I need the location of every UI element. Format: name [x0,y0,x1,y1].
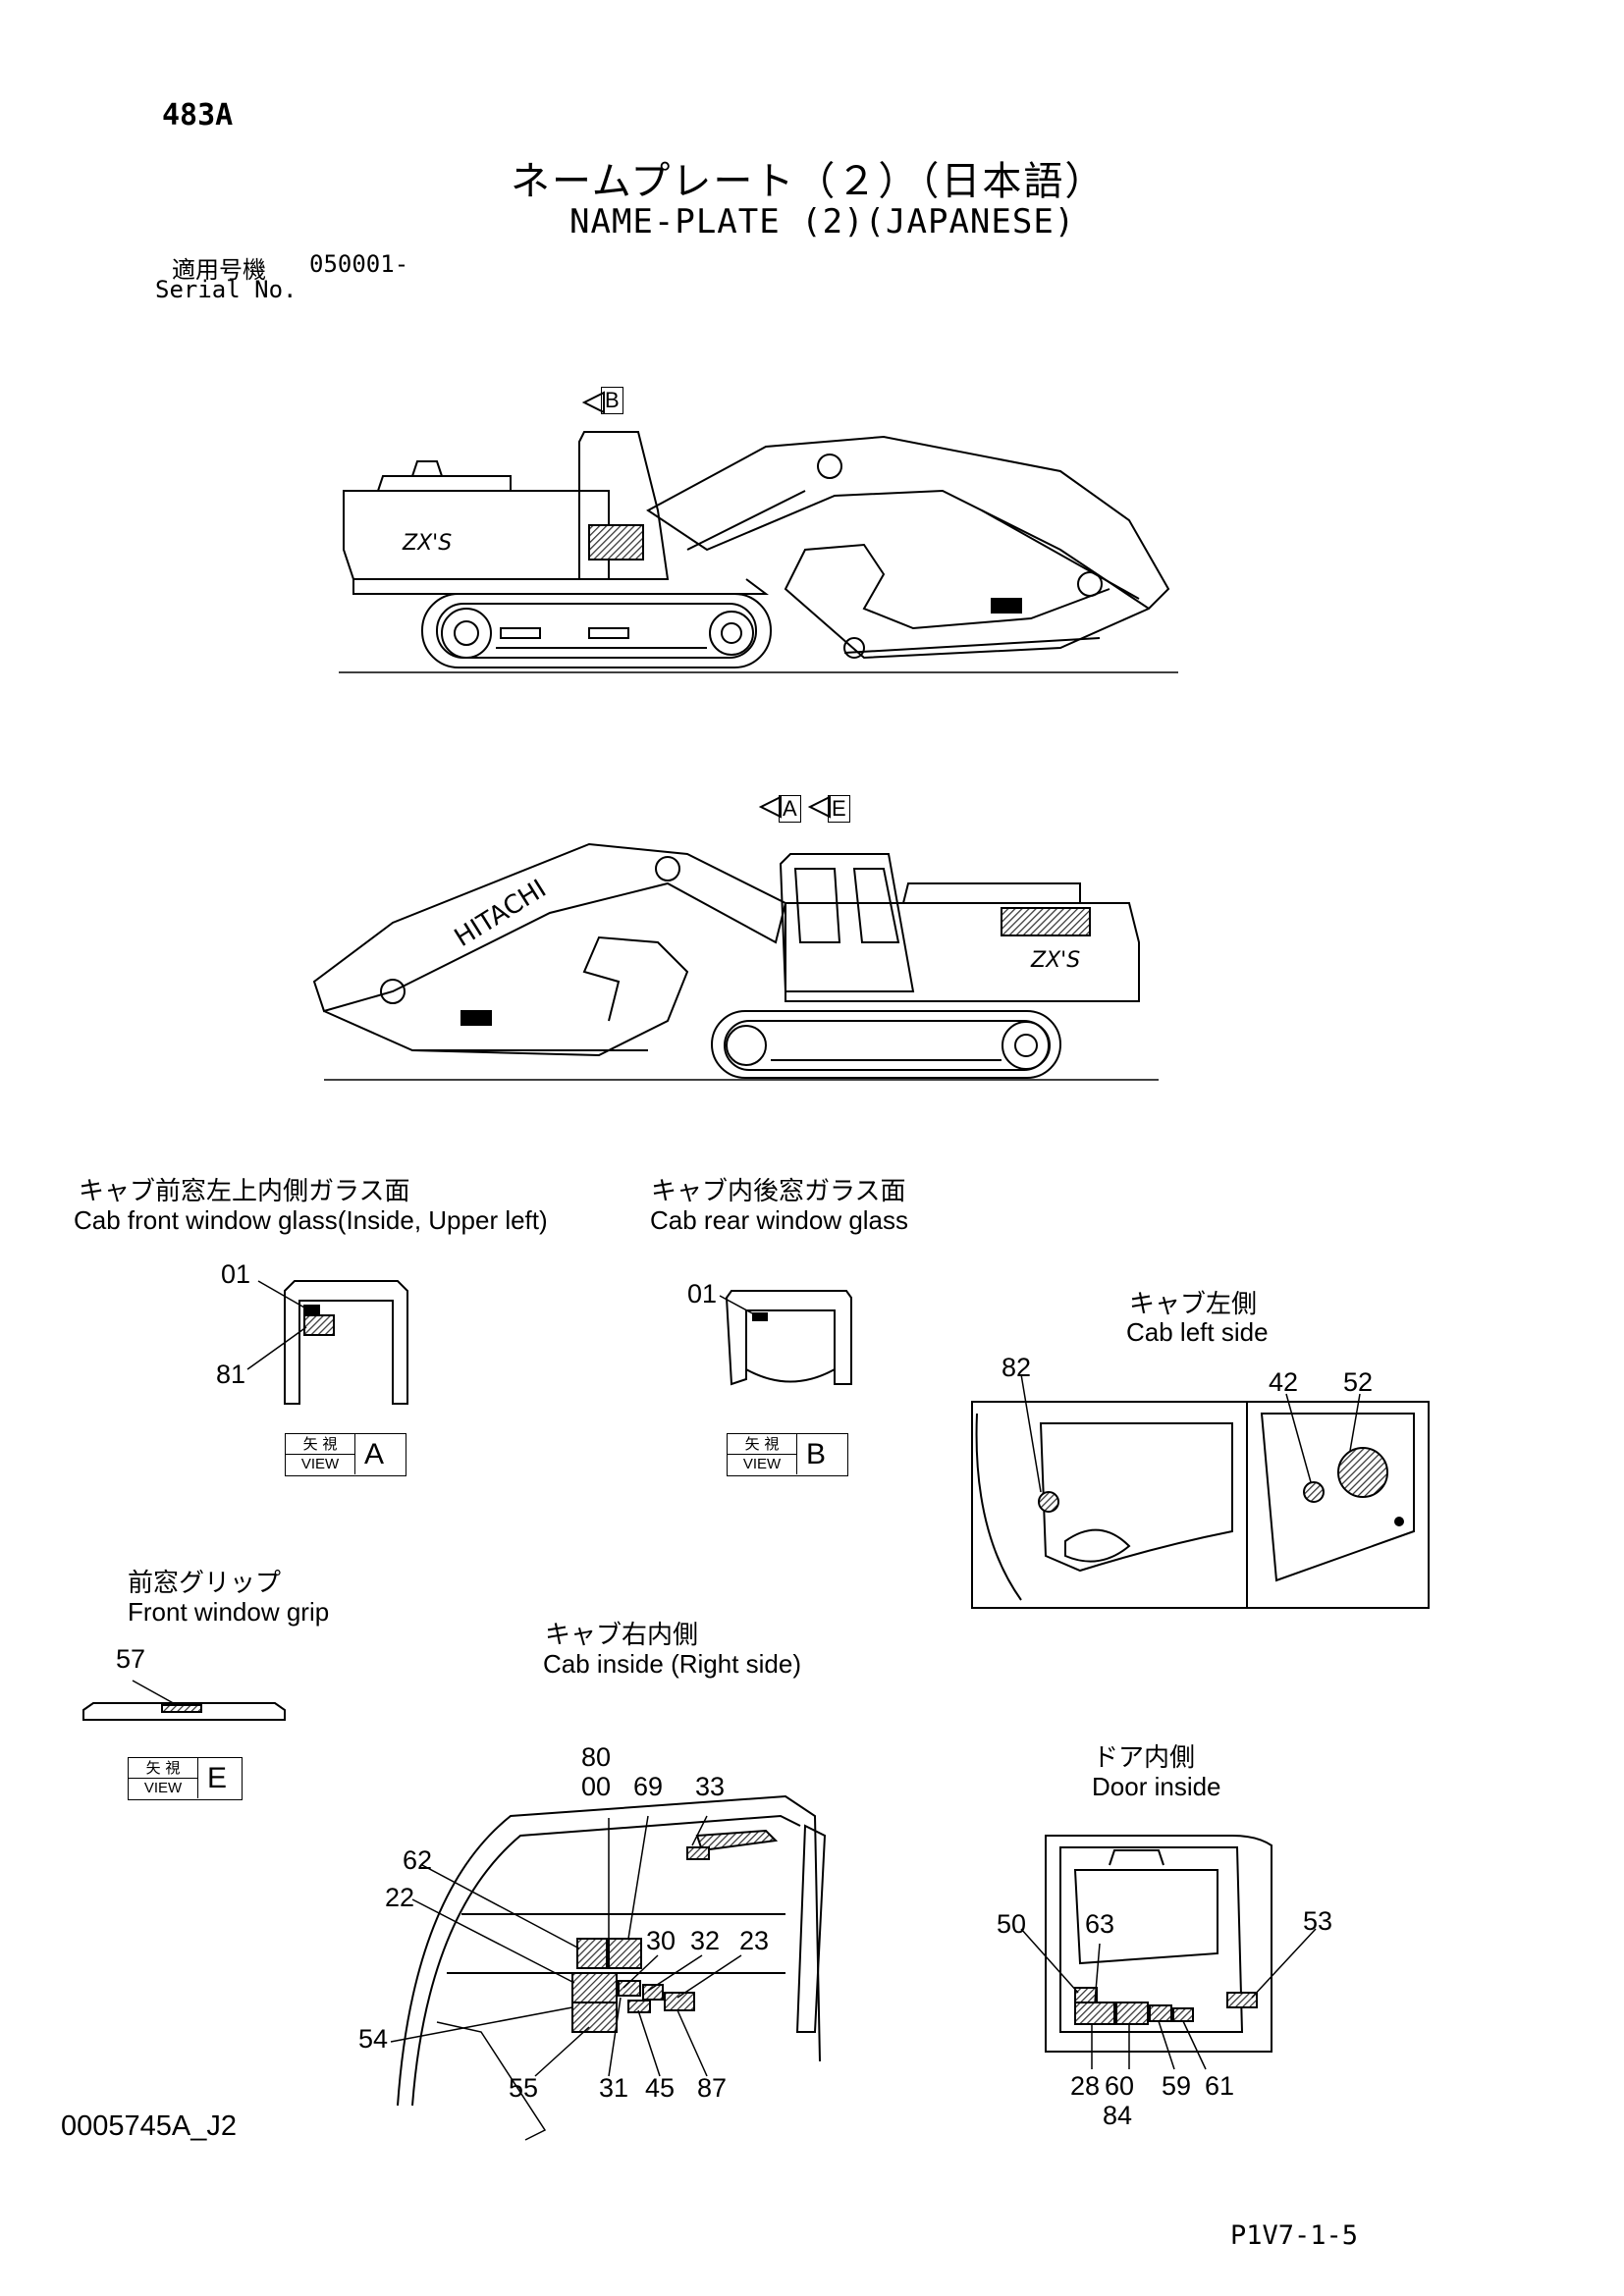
section-cab-inside-title-jp: キャブ右内側 [545,1621,699,1650]
section-door-inside-title-jp: ドア内側 [1093,1743,1196,1773]
callout-33: 33 [695,1772,726,1801]
excavator-left-view: ZX'S [339,391,1178,673]
svg-text:HITACHI: HITACHI [450,874,552,952]
callout-52: 52 [1343,1367,1374,1397]
view-e-en: VIEW [129,1779,198,1798]
view-b-letter: B [806,1438,827,1470]
callout-54: 54 [358,2024,389,2054]
callout-53: 53 [1303,1906,1333,1936]
excavator-right-view: ZX'S HITACHI [312,795,1159,1081]
callout-32: 32 [690,1926,721,1955]
callout-01-front: 01 [221,1259,251,1289]
section-cab-rear-title-en: Cab rear window glass [650,1205,909,1235]
view-a-en: VIEW [286,1455,355,1474]
section-cab-rear-title-jp: キャブ内後窓ガラス面 [651,1177,906,1206]
callout-84: 84 [1103,2101,1133,2130]
front-window-grip-drawing [82,1680,286,1721]
cab-inside-right-drawing [390,1794,827,2141]
page-code: 483A [162,98,234,133]
callout-22: 22 [385,1883,415,1912]
callout-55: 55 [509,2073,539,2103]
view-a-box: 矢 視 VIEW A [285,1433,406,1476]
callout-50: 50 [997,1909,1027,1939]
section-cab-left-title-en: Cab left side [1126,1317,1269,1347]
cab-rear-window-drawing [719,1290,852,1386]
svg-text:ZX'S: ZX'S [402,531,452,556]
callout-82: 82 [1001,1353,1032,1382]
serial-label-en: Serial No. [155,276,298,303]
svg-text:ZX'S: ZX'S [1030,948,1080,973]
cab-front-window-drawing [246,1280,408,1405]
callout-80: 80 [581,1742,612,1772]
callout-57: 57 [116,1644,146,1674]
callout-01-rear: 01 [687,1279,718,1308]
callout-87: 87 [697,2073,728,2103]
view-b-jp: 矢 視 [728,1434,797,1455]
cab-left-side-drawing [971,1373,1430,1609]
callout-00: 00 [581,1772,612,1801]
view-e-jp: 矢 視 [129,1758,198,1779]
view-a-letter: A [364,1438,385,1470]
page-reference: P1V7-1-5 [1230,2220,1359,2251]
callout-23: 23 [739,1926,770,1955]
callout-30: 30 [646,1926,677,1955]
view-marker-e: E [828,795,850,823]
callout-69: 69 [633,1772,664,1801]
section-cab-inside-title-en: Cab inside (Right side) [543,1649,802,1679]
callout-59: 59 [1162,2071,1192,2101]
section-door-inside-title-en: Door inside [1092,1772,1221,1801]
callout-63: 63 [1085,1909,1115,1939]
section-cab-front-title-en: Cab front window glass(Inside, Upper lef… [74,1205,548,1235]
callout-45: 45 [645,2073,676,2103]
callout-81: 81 [216,1360,246,1389]
document-id: 0005745A_J2 [61,2110,237,2142]
serial-value: 050001- [309,250,409,278]
callout-31: 31 [599,2073,629,2103]
section-front-grip-title-en: Front window grip [128,1597,330,1627]
view-e-box: 矢 視 VIEW E [128,1757,243,1800]
page-title-en: NAME-PLATE (2)(JAPANESE) [569,202,1076,241]
section-cab-left-title-jp: キャブ左側 [1129,1290,1258,1319]
callout-62: 62 [403,1845,433,1875]
serial-label-jp: 適用号機 [172,256,266,284]
section-cab-front-title-jp: キャブ前窓左上内側ガラス面 [79,1177,410,1206]
door-inside-drawing [1020,1835,1317,2070]
section-front-grip-title-jp: 前窓グリップ [128,1569,282,1598]
view-e-letter: E [207,1762,228,1794]
page-title-jp: ネームプレート（２）（日本語） [511,159,1107,204]
callout-61: 61 [1205,2071,1235,2101]
callout-42: 42 [1269,1367,1299,1397]
callout-60: 60 [1105,2071,1135,2101]
view-a-jp: 矢 視 [286,1434,355,1455]
view-marker-a: A [779,795,801,823]
view-b-en: VIEW [728,1455,797,1474]
view-b-box: 矢 視 VIEW B [727,1433,848,1476]
view-marker-b: B [601,387,623,414]
callout-28: 28 [1070,2071,1101,2101]
